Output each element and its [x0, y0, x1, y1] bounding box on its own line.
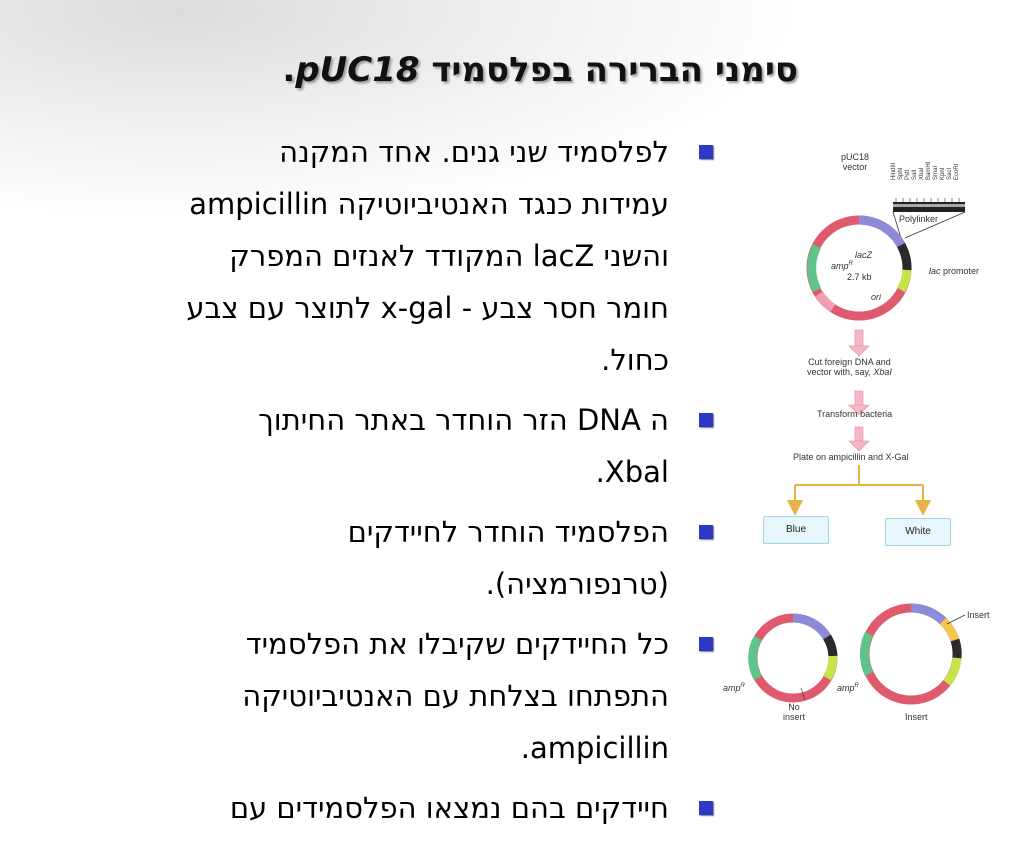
white-colonies-box: White [885, 518, 951, 546]
enzyme-site-label: SmaI [933, 165, 939, 180]
bullet-square-icon [699, 145, 713, 159]
bullet-item: חיידקים בהם נמצאו הפלסמידים עם [69, 782, 713, 834]
bullet-item: לפלסמיד שני גנים. אחד המקנה עמידות כנגד … [69, 126, 713, 386]
bullet-line: (טרנפורמציה). [485, 567, 669, 601]
enzyme-site-label: HindIII [891, 162, 897, 180]
ampr-left-label: ampR [723, 683, 745, 693]
no-insert-plasmid [748, 613, 838, 703]
title-period: . [282, 50, 296, 90]
ampr-right-label: ampR [837, 683, 859, 693]
bullet-line: והשני lacZ המקודד לאנזים המפרק [229, 239, 669, 273]
enzyme-site-label: PstI [905, 169, 911, 180]
bullet-line: עמידות כנגד האנטיביוטיקה ampicillin [189, 187, 669, 221]
step-plate-label: Plate on ampicillin and X-Gal [793, 452, 909, 462]
enzyme-site-label: SphI [898, 167, 904, 180]
lacz-label: lacZ [855, 250, 873, 260]
bullet-line: כל החיידקים שקיבלו את הפלסמיד [245, 627, 669, 661]
blue-colonies-box: Blue [763, 516, 829, 544]
enzyme-site-label: EcoRI [954, 163, 960, 180]
enzyme-site-label: KpnI [940, 167, 946, 180]
plasmid-ring [806, 215, 912, 321]
insert-bottom-label: Insert [905, 712, 928, 722]
bullet-line: חומר חסר צבע - x-gal לתוצר עם צבע [186, 291, 669, 325]
plasmid-size: 2.7 kb [847, 272, 872, 282]
bullet-line: חיידקים בהם נמצאו הפלסמידים עם [229, 791, 669, 825]
step-cut-label: Cut foreign DNA and vector with, say, Xb… [807, 357, 892, 377]
lac-promoter-label: lac promoter [929, 266, 980, 276]
bullet-square-icon [699, 525, 713, 539]
bullet-square-icon [699, 637, 713, 651]
bullet-square-icon [699, 413, 713, 427]
bullet-item: ה DNA הזר הוחדר באתר החיתוך Xbal. [69, 394, 713, 498]
bullet-item: הפלסמיד הוחדר לחיידקים (טרנפורמציה). [69, 506, 713, 610]
bullet-line: התפתחו בצלחת עם האנטיביוטיקה [242, 679, 669, 713]
bullet-line: Xbal. [595, 455, 669, 489]
ori-label: ori [871, 292, 882, 302]
bullet-item: כל החיידקים שקיבלו את הפלסמיד התפתחו בצל… [69, 618, 713, 774]
slide-title: סימני הברירה בפלסמיד pUC18. [282, 50, 798, 90]
insert-label: Insert [967, 610, 990, 620]
bullet-line: הפלסמיד הוחדר לחיידקים [347, 515, 669, 549]
title-hebrew: סימני הברירה בפלסמיד [431, 50, 798, 90]
bullet-line: ampicillin. [520, 731, 669, 765]
polylinker-label: Polylinker [899, 214, 939, 224]
bullet-list: לפלסמיד שני גנים. אחד המקנה עמידות כנגד … [69, 126, 713, 842]
enzyme-site-label: XbaI [919, 167, 925, 180]
bullet-line: ה DNA הזר הוחדר באתר החיתוך [258, 403, 669, 437]
bullet-square-icon [699, 801, 713, 815]
ampr-label: ampR [831, 261, 853, 271]
bullet-line: לפלסמיד שני גנים. אחד המקנה [279, 135, 669, 169]
insert-plasmid [859, 603, 962, 705]
enzyme-site-label: SacI [947, 167, 953, 180]
enzyme-site-label: SalI [912, 169, 918, 180]
figure-graphics [748, 198, 966, 705]
step-transform-label: Transform bacteria [817, 409, 893, 419]
bullet-line: כחול. [601, 343, 669, 377]
title-plasmid-name: pUC18 [295, 50, 420, 90]
enzyme-site-label: BamHI [926, 161, 932, 180]
